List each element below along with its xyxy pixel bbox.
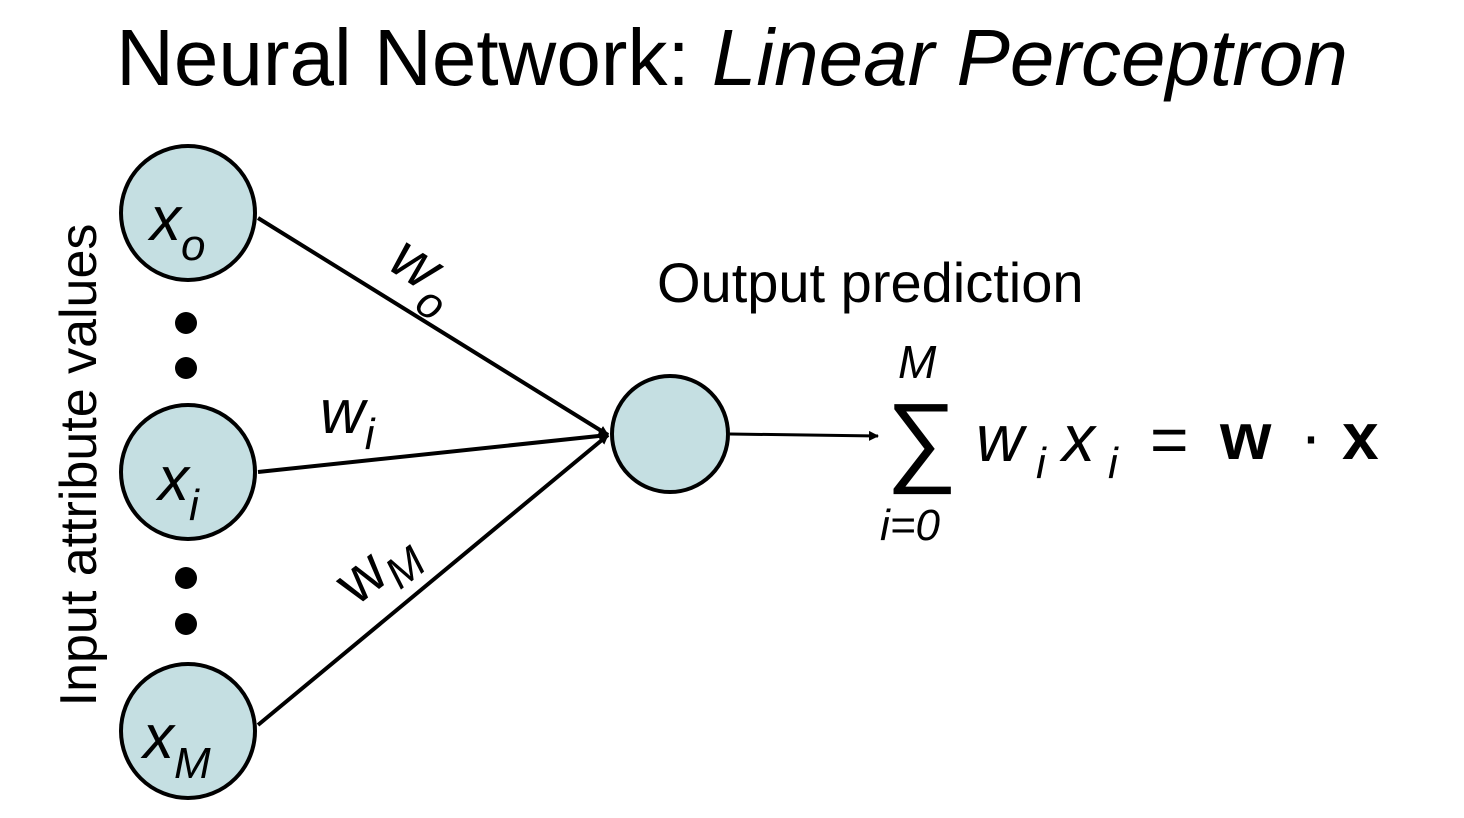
title-italic: Linear Perceptron bbox=[711, 13, 1348, 102]
summation-formula: M ∑ i=0 w i x i = w · x bbox=[880, 336, 1379, 550]
weight-var-wi: w bbox=[320, 378, 369, 447]
ellipsis-top bbox=[175, 312, 197, 379]
formula-w-sub: i bbox=[1036, 439, 1047, 488]
weight-label-wM: wM bbox=[321, 513, 435, 626]
edge-xM-to-output bbox=[256, 433, 610, 727]
weight-sub-wi: i bbox=[365, 410, 376, 459]
input-node-x0 bbox=[119, 144, 257, 282]
node-label-x0: xo bbox=[147, 185, 205, 270]
node-sub-xM: M bbox=[174, 739, 211, 788]
formula-bold-x: x bbox=[1342, 399, 1379, 473]
node-label-xM: xM bbox=[140, 703, 211, 788]
node-var-x0: x bbox=[147, 185, 183, 254]
formula-x: x bbox=[1059, 401, 1097, 475]
ellipsis-bottom bbox=[175, 567, 197, 635]
weight-label-w0: wo bbox=[370, 222, 474, 331]
formula-lower-limit: i=0 bbox=[880, 501, 940, 550]
formula-bold-w: w bbox=[1219, 399, 1272, 473]
output-prediction-label: Output prediction bbox=[657, 251, 1083, 314]
weight-var-wM: w bbox=[321, 536, 400, 619]
node-label-xi: xi bbox=[155, 445, 200, 530]
formula-w: w bbox=[976, 401, 1028, 475]
formula-equals: = bbox=[1150, 402, 1189, 476]
node-sub-xi: i bbox=[189, 481, 200, 530]
formula-x-sub: i bbox=[1108, 439, 1119, 488]
edge-x0-to-output bbox=[256, 216, 610, 437]
edge-output-to-prediction bbox=[729, 430, 879, 441]
node-sub-x0: o bbox=[181, 221, 205, 270]
edge-xi-to-output bbox=[257, 430, 609, 474]
title-main: Neural Network: bbox=[116, 13, 712, 102]
input-node-xM bbox=[119, 662, 257, 800]
weight-label-wi: wi bbox=[320, 378, 376, 459]
node-var-xi: x bbox=[155, 445, 191, 514]
input-attribute-label: Input attribute values bbox=[50, 224, 108, 707]
page-title: Neural Network: Linear Perceptron bbox=[0, 8, 1464, 108]
formula-sigma: ∑ bbox=[886, 383, 957, 495]
formula-upper-limit: M bbox=[898, 336, 937, 388]
input-node-xi bbox=[119, 403, 257, 541]
formula-dot: · bbox=[1300, 398, 1322, 472]
output-node bbox=[610, 374, 730, 494]
node-var-xM: x bbox=[140, 703, 176, 772]
